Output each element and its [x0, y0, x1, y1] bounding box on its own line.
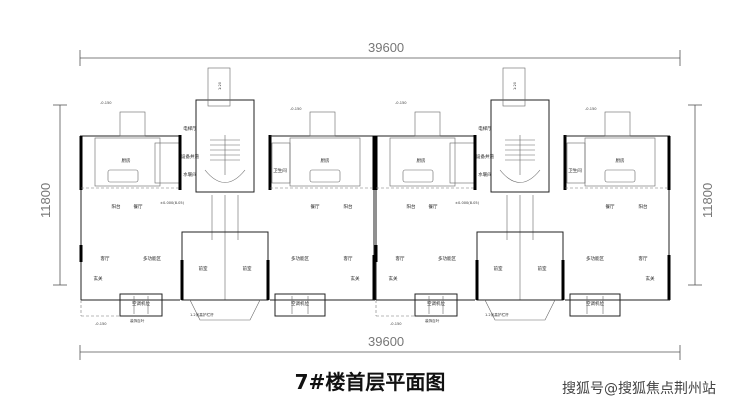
bottom-dimension-label: 39600 — [368, 334, 404, 349]
room-lobby-2: 前室 — [538, 265, 547, 272]
building-half-right: 厨房 阳台 餐厅 客厅 多功能区 玄关 空调机位 装饰百叶 -0.150 -0.… — [374, 67, 671, 326]
room-shaft: 设备井道 — [476, 153, 494, 160]
room-multi: 多功能区 — [143, 255, 161, 262]
room-living: 客厅 — [101, 255, 110, 262]
building-half: 厨房 阳台 餐厅 客厅 多功能区 玄关 空调机位 装饰百叶 -0.150 -0.… — [79, 67, 376, 326]
stairs — [204, 135, 246, 300]
watermark: 搜狐号@搜狐焦点荆州站 — [562, 381, 716, 397]
core: 1:20 电梯厅 设备井道 水暖间 前室 前室 1.2米高护栏杆 — [178, 67, 272, 321]
room-multi-r: 多功能区 — [291, 255, 309, 262]
room-dining: 餐厅 — [134, 203, 143, 210]
right-dimension-label: 11800 — [700, 183, 715, 218]
room-dining-r: 餐厅 — [606, 203, 615, 210]
room-lobby: 前室 — [199, 265, 208, 272]
level-out: -0.150 — [100, 101, 112, 105]
ac-unit-r: 空调机位 — [586, 300, 604, 307]
rail-label: 1.2米高护栏杆 — [190, 312, 214, 317]
level-out-bottom: -0.150 — [95, 322, 107, 326]
room-bath: 卫生间 — [273, 167, 287, 174]
left-dimension: 11800 — [38, 104, 67, 286]
right-dimension: 11800 — [688, 104, 715, 286]
level-out-r: -0.150 — [585, 107, 597, 111]
ac-note: 装饰百叶 — [130, 318, 145, 323]
unit-left: 厨房 阳台 餐厅 客厅 多功能区 玄关 空调机位 装饰百叶 -0.150 -0.… — [374, 101, 480, 326]
room-living: 客厅 — [396, 255, 405, 262]
ramp-label: 1:20 — [513, 81, 517, 90]
top-dimension-label: 39600 — [368, 40, 404, 55]
drawing-title: 7#楼首层平面图 — [294, 370, 446, 394]
level-main: ±0.000(8.05) — [455, 201, 480, 205]
top-dimension: 39600 — [79, 40, 681, 66]
room-lobby-2: 前室 — [243, 265, 252, 272]
level-out-r: -0.150 — [290, 107, 302, 111]
core: 1:20 电梯厅 设备井道 水暖间 前室 前室 1.2米高护栏杆 — [473, 67, 567, 321]
room-foyer: 玄关 — [94, 275, 103, 282]
room-balcony: 阳台 — [407, 203, 416, 210]
level-main: ±0.000(8.05) — [160, 201, 185, 205]
level-out-bottom: -0.150 — [390, 322, 402, 326]
unit-left: 厨房 阳台 餐厅 客厅 多功能区 玄关 空调机位 装饰百叶 -0.150 -0.… — [79, 101, 185, 326]
room-elevator-hall: 电梯厅 — [183, 125, 197, 132]
room-foyer-r: 玄关 — [351, 275, 360, 282]
left-dimension-label: 11800 — [38, 183, 53, 218]
room-balcony-r: 阳台 — [639, 203, 648, 210]
room-dining: 餐厅 — [429, 203, 438, 210]
ac-unit: 空调机位 — [427, 300, 445, 307]
room-multi-r: 多功能区 — [586, 255, 604, 262]
room-bath: 卫生间 — [568, 167, 582, 174]
unit-right: 厨房 卫生间 餐厅 阳台 多功能区 客厅 玄关 空调机位 -0.150 — [270, 107, 376, 317]
ramp-label: 1:20 — [218, 81, 222, 90]
room-shaft: 设备井道 — [181, 153, 199, 160]
room-water: 水暖间 — [183, 171, 197, 178]
level-out: -0.150 — [395, 101, 407, 105]
room-living-r: 客厅 — [639, 255, 648, 262]
room-kitchen: 厨房 — [417, 157, 426, 164]
room-foyer-r: 玄关 — [646, 275, 655, 282]
ac-note: 装饰百叶 — [425, 318, 440, 323]
rail-label: 1.2米高护栏杆 — [485, 312, 509, 317]
room-foyer: 玄关 — [389, 275, 398, 282]
ac-unit-r: 空调机位 — [291, 300, 309, 307]
room-kitchen: 厨房 — [122, 157, 131, 164]
room-water: 水暖间 — [478, 171, 492, 178]
room-balcony-r: 阳台 — [344, 203, 353, 210]
stairs — [499, 135, 541, 300]
room-kitchen-r: 厨房 — [616, 157, 625, 164]
room-balcony: 阳台 — [112, 203, 121, 210]
ac-unit: 空调机位 — [132, 300, 150, 307]
room-multi: 多功能区 — [438, 255, 456, 262]
room-lobby: 前室 — [494, 265, 503, 272]
room-kitchen-r: 厨房 — [321, 157, 330, 164]
unit-right: 厨房 卫生间 餐厅 阳台 多功能区 客厅 玄关 空调机位 -0.150 — [565, 107, 671, 317]
bottom-dimension: 39600 — [79, 334, 681, 360]
room-dining-r: 餐厅 — [311, 203, 320, 210]
room-elevator-hall: 电梯厅 — [478, 125, 492, 132]
room-living-r: 客厅 — [344, 255, 353, 262]
